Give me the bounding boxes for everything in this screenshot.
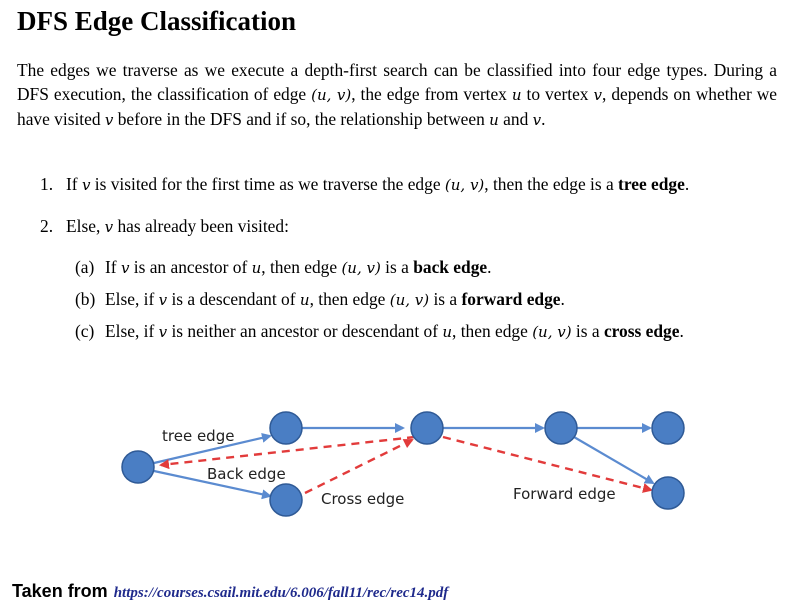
math-u: u (442, 323, 453, 341)
math-u: u (251, 259, 262, 277)
graph-node (410, 411, 444, 445)
term-cross-edge: cross edge (603, 321, 680, 341)
intro-text: to vertex (521, 84, 594, 104)
list-text: is a (429, 289, 462, 309)
list-item-already-visited: 2. Else, v has already been visited: (40, 216, 289, 240)
list-text: . (560, 289, 565, 309)
source-link[interactable]: https://courses.csail.mit.edu/6.006/fall… (113, 585, 449, 601)
term-tree-edge: tree edge (618, 174, 685, 194)
classification-list: 1. If v is visited for the first time as … (40, 174, 790, 341)
sublist-tag: (b) (75, 289, 96, 309)
intro-text: . (541, 109, 546, 129)
graph-node (651, 476, 685, 510)
math-edge-uv: (u, v) (341, 259, 381, 277)
label-cross-edge: Cross edge (321, 490, 404, 508)
sublist-item-back-edge: (a) If v is an ancestor of u, then edge (… (75, 257, 491, 278)
graph-node (269, 411, 303, 445)
tree-edge-a-b (153, 432, 272, 465)
math-u: u (489, 111, 499, 129)
page-title: DFS Edge Classification (17, 6, 297, 36)
list-text: . (679, 321, 684, 341)
math-v: v (158, 323, 168, 341)
tree-edge-e-g (573, 436, 655, 485)
list-number: 2. (40, 216, 54, 236)
intro-paragraph: The edges we traverse as we execute a de… (17, 58, 777, 132)
math-v: v (81, 176, 91, 194)
graph-node (121, 450, 155, 484)
graph-node (269, 483, 303, 517)
list-text: , then the edge is a (484, 174, 619, 194)
list-text: . (684, 174, 690, 194)
label-tree-edge: tree edge (162, 427, 234, 445)
list-text: If (66, 174, 82, 194)
source-label: Taken from (12, 581, 108, 601)
intro-text: , depends on whether we have visited (17, 84, 778, 129)
list-text: is neither an ancestor or descendant of (167, 321, 443, 341)
list-text: , then edge (261, 257, 342, 277)
sublist-tag: (c) (75, 321, 95, 341)
sublist-tag: (a) (75, 257, 95, 277)
math-edge-uv: (u, v) (311, 86, 352, 104)
list-text: has already been visited: (113, 216, 289, 236)
back-edge (159, 435, 416, 470)
math-u: u (511, 86, 522, 104)
list-item-tree-edge: 1. If v is visited for the first time as … (40, 174, 790, 198)
list-text: . (487, 257, 492, 277)
math-edge-uv: (u, v) (389, 291, 430, 309)
intro-text: and (498, 109, 533, 129)
term-back-edge: back edge (413, 257, 488, 277)
list-text: is an ancestor of (129, 257, 252, 277)
list-text: is a descendant of (167, 289, 300, 309)
forward-edge (442, 435, 653, 493)
sublist-item-forward-edge: (b) Else, if v is a descendant of u, then… (75, 289, 565, 310)
math-u: u (299, 291, 310, 309)
label-back-edge: Back edge (207, 465, 286, 483)
graph-node (651, 411, 685, 445)
cross-edge (304, 438, 414, 495)
math-v: v (158, 291, 168, 309)
list-text: is a (571, 321, 604, 341)
tree-edge-a-c (153, 469, 272, 500)
graph-node (544, 411, 578, 445)
list-text: , then edge (309, 289, 390, 309)
math-v: v (593, 86, 602, 104)
list-number: 1. (40, 174, 54, 194)
sublist-item-cross-edge: (c) Else, if v is neither an ancestor or … (75, 321, 684, 342)
source-credit: Taken from https://courses.csail.mit.edu/… (12, 581, 448, 602)
intro-text: before in the DFS and if so, the relatio… (113, 109, 490, 129)
math-edge-uv: (u, v) (532, 323, 572, 341)
math-v: v (120, 259, 130, 277)
list-text: is visited for the first time as we trav… (90, 174, 445, 194)
term-forward-edge: forward edge (461, 289, 561, 309)
label-forward-edge: Forward edge (513, 485, 616, 503)
list-text: is a (380, 257, 414, 277)
list-text: Else, (66, 216, 105, 236)
list-text: Else, if (105, 321, 159, 341)
math-v: v (104, 218, 114, 236)
math-edge-uv: (u, v) (444, 176, 485, 194)
intro-text: The edges we traverse as we execute a de… (17, 60, 777, 104)
list-text: , then edge (452, 321, 533, 341)
intro-text: , the edge from vertex (351, 84, 512, 104)
math-v: v (104, 111, 114, 129)
list-text: If (105, 257, 121, 277)
dfs-edge-diagram: tree edge Back edge Cross edge Forward e… (121, 411, 685, 517)
math-v: v (532, 111, 542, 129)
list-text: Else, if (105, 289, 159, 309)
